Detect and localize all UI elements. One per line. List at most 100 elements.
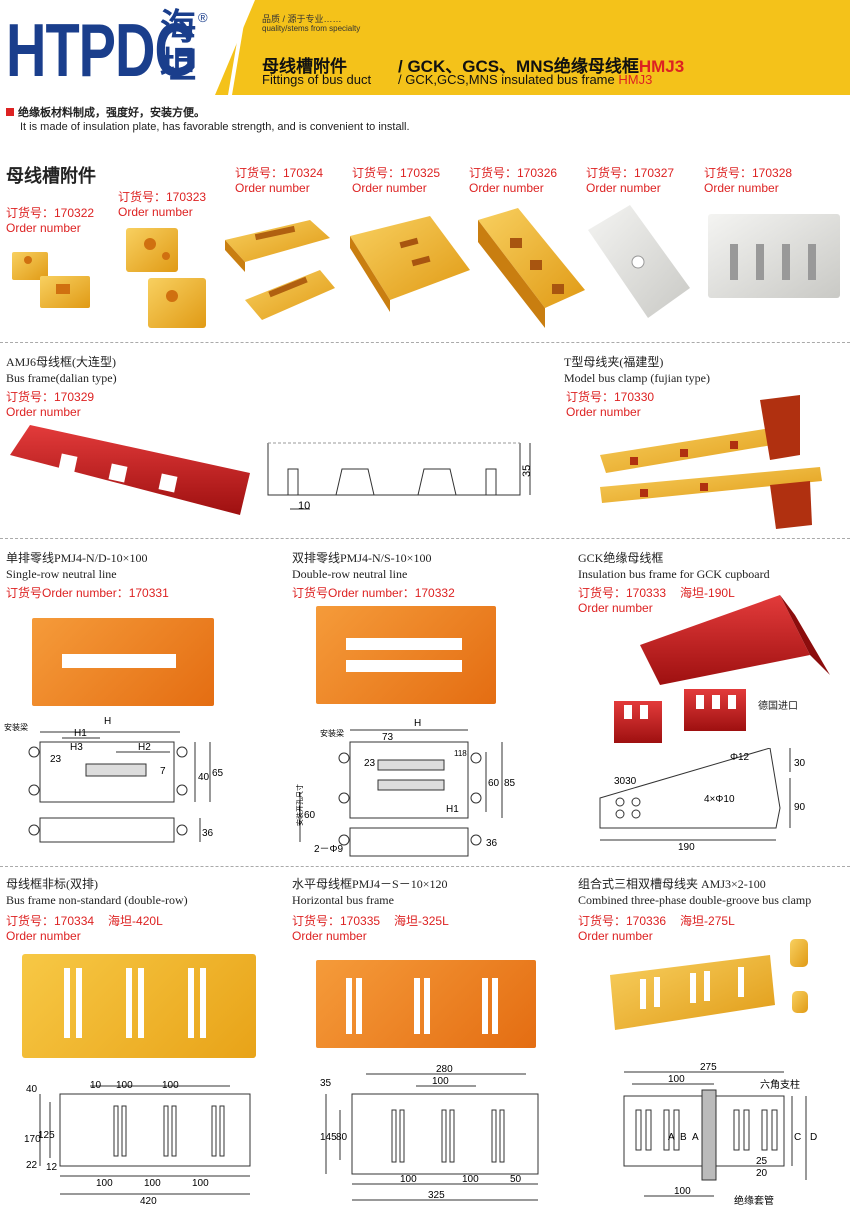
order-label: Order number xyxy=(6,929,81,943)
dim-23: 23 xyxy=(50,754,62,765)
dim-65: 65 xyxy=(212,768,224,779)
model: 海坦-420L xyxy=(108,914,163,928)
product-170322-photo xyxy=(12,252,90,308)
order-label: Order number xyxy=(566,405,641,419)
amj6-figure: 35 10 xyxy=(10,425,533,515)
double-order: 订货号Order number：170332 xyxy=(292,586,455,600)
double-cn: 双排零线PMJ4-N/S-10×100 xyxy=(292,551,432,565)
order-label: Order number xyxy=(586,181,661,195)
slot xyxy=(64,968,70,1038)
intro-en: It is made of insulation plate, has favo… xyxy=(20,121,410,133)
single-slot xyxy=(62,654,176,668)
dim-145: 145 xyxy=(320,1132,337,1143)
order-label: Order number xyxy=(292,929,367,943)
dim-50: 50 xyxy=(510,1174,522,1185)
slot xyxy=(200,968,206,1038)
order-label: Order number xyxy=(6,221,81,235)
label-anzl: 安装梁 xyxy=(320,728,344,738)
order-number: 订货号：170333 xyxy=(578,586,667,600)
dim-hole: 2－Φ9 xyxy=(314,844,344,855)
dim-30: 30 xyxy=(794,758,806,769)
dim-22: 22 xyxy=(26,1160,38,1171)
page-header: HTPDG 海坦 ® 品质 / 源于专业…… quality/stems fro… xyxy=(0,0,850,95)
dim-10: 10 xyxy=(90,1080,102,1091)
dim-10: 10 xyxy=(298,500,310,512)
section-title: 母线槽附件 xyxy=(6,166,96,186)
slogan-en: quality/stems from specialty xyxy=(262,24,361,33)
dim-90: 90 xyxy=(794,802,806,813)
double-slot-1 xyxy=(346,638,462,650)
model: 海坦-275L xyxy=(680,914,735,928)
order-number: 订货号：170322 xyxy=(6,206,95,220)
order-label: Order number xyxy=(6,405,81,419)
tclamp-caption: T型母线夹(福建型) Model bus clamp (fujian type) xyxy=(564,354,710,386)
double-en: Double-row neutral line xyxy=(292,567,408,581)
double-drawing: 安装梁 H 73 23 H1 118 60 85 36 60 2－Φ9 安装开孔… xyxy=(295,718,516,857)
amj6-en: Bus frame(dalian type) xyxy=(6,371,117,385)
single-drawing: 安装梁 H H1 H2 H3 23 7 40 65 36 xyxy=(4,716,224,843)
gck-cn: GCK绝缘母线框 xyxy=(578,551,664,565)
dim-125: 125 xyxy=(38,1130,55,1141)
slogan-cn: 品质 / 源于专业…… xyxy=(262,14,342,24)
dim-60-vertical: 60 xyxy=(304,810,316,821)
registered-mark: ® xyxy=(198,10,208,25)
title-cn-2: / GCK、GCS、MNS绝缘母线框HMJ3 xyxy=(398,52,684,77)
title-cn-2-model: HMJ3 xyxy=(638,57,685,76)
dim-40: 40 xyxy=(198,772,210,783)
busns-cn: 母线框非标(双排) xyxy=(6,877,98,891)
horiz-en: Horizontal bus frame xyxy=(292,893,394,907)
product-170324-photo xyxy=(225,220,335,320)
combo-photo xyxy=(610,939,808,1030)
dim-100b: 100 xyxy=(162,1080,179,1091)
dim-A1: A xyxy=(668,1132,675,1143)
dim-85: 85 xyxy=(504,778,516,789)
dim-60: 60 xyxy=(488,778,500,789)
order-label: Order number xyxy=(578,601,653,615)
slot xyxy=(346,978,352,1034)
dim-100: 100 xyxy=(432,1076,449,1087)
dim-H: H xyxy=(414,718,421,729)
dim-H3: H3 xyxy=(70,742,83,753)
title-en-2: / GCK,GCS,MNS insulated bus frame HMJ3 xyxy=(398,72,652,87)
dim-118: 118 xyxy=(454,749,467,758)
order-label: Order number xyxy=(352,181,427,195)
slot xyxy=(76,968,82,1038)
slot xyxy=(482,978,488,1034)
dim-b100b: 100 xyxy=(462,1174,479,1185)
horiz-photo xyxy=(316,960,536,1048)
double-photo xyxy=(316,606,496,704)
busns-en: Bus frame non-standard (double-row) xyxy=(6,893,188,907)
dim-190: 190 xyxy=(678,842,695,853)
dim-36: 36 xyxy=(202,828,214,839)
dim-b100: 100 xyxy=(674,1186,691,1197)
product-170325-photo xyxy=(350,216,470,312)
dim-25: 25 xyxy=(756,1156,768,1167)
combo-cn: 组合式三相双槽母线夹 AMJ3×2-100 xyxy=(578,877,766,891)
horiz-drawing: 35 280 100 145 80 100 100 50 325 xyxy=(320,1064,539,1201)
dim-420: 420 xyxy=(140,1196,157,1207)
label-sleeve: 绝缘套管 xyxy=(734,1194,774,1207)
dim-20: 20 xyxy=(756,1168,768,1179)
dim-23: 23 xyxy=(364,758,376,769)
title-en-2-main: / GCK,GCS,MNS insulated bus frame xyxy=(398,72,619,87)
dim-40: 40 xyxy=(26,1084,38,1095)
order-label: Order number xyxy=(118,205,193,219)
dim-b100a: 100 xyxy=(400,1174,417,1185)
logo-block xyxy=(0,0,240,95)
double-caption: 双排零线PMJ4-N/S-10×100 Double-row neutral l… xyxy=(292,550,431,582)
title-en: Fittings of bus duct xyxy=(262,72,372,87)
dim-phi12: Φ12 xyxy=(730,752,750,763)
slot xyxy=(138,968,144,1038)
amj6-cn: AMJ6母线框(大连型) xyxy=(6,355,116,369)
dim-b100c: 100 xyxy=(192,1178,209,1189)
title-cn-2-main: / GCK、GCS、MNS绝缘母线框 xyxy=(398,57,639,76)
double-slot-2 xyxy=(346,660,462,672)
order-number: 订货号：170326 xyxy=(469,166,558,180)
